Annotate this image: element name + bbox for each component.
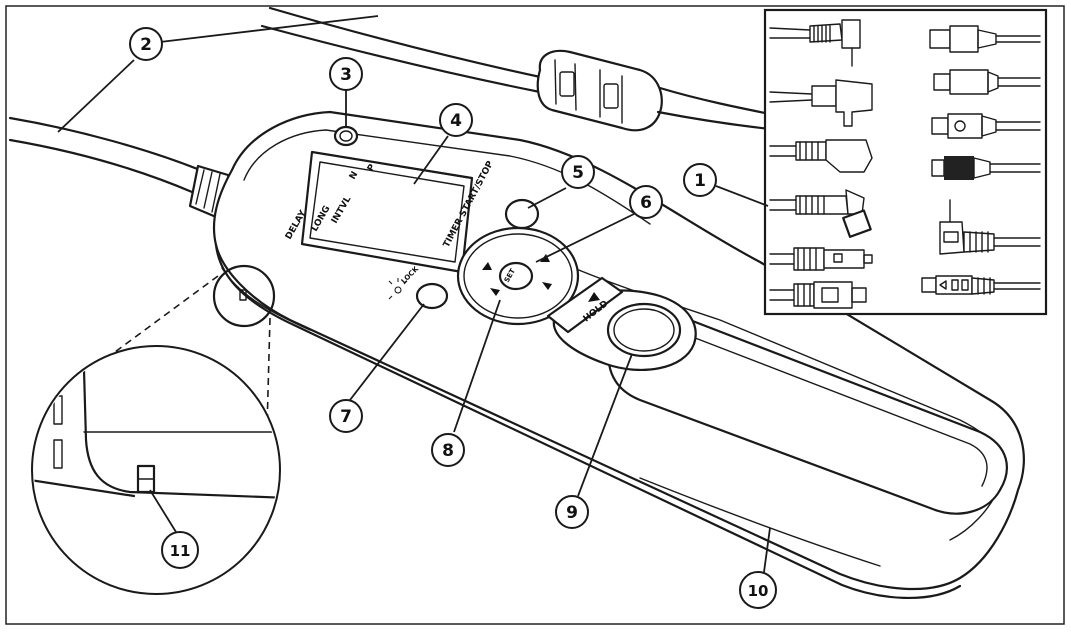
connector-usb-b	[933, 69, 1041, 95]
callout-8-label: 8	[442, 441, 454, 461]
callout-7-label: 7	[340, 407, 352, 427]
callout-3: 3	[329, 57, 363, 91]
callout-11-label: 11	[170, 542, 191, 560]
frame-border	[5, 5, 1065, 625]
callout-8: 8	[431, 433, 465, 467]
callout-6-label: 6	[640, 193, 652, 213]
lcd-display: DELAY LONG INTVL N P	[284, 150, 474, 274]
callout-4-label: 4	[450, 111, 462, 131]
connector-rectangular-a	[769, 247, 873, 271]
callout-11: 11	[161, 531, 199, 569]
callout-1-label: 1	[694, 171, 706, 191]
magnify-area	[212, 264, 276, 328]
callout-2: 2	[129, 27, 163, 61]
callout-4: 4	[439, 103, 473, 137]
connector-dark-plug	[931, 156, 1041, 180]
callout-10: 10	[739, 571, 777, 609]
callout-3-label: 3	[340, 65, 352, 85]
set-button[interactable]	[498, 261, 534, 291]
callout-5-label: 5	[572, 163, 584, 183]
connector-2.5mm-right-angle	[939, 199, 1041, 255]
connector-mini-usb	[929, 25, 1041, 53]
connector-panel	[763, 8, 1048, 316]
inset-detail	[31, 345, 281, 595]
light-icon	[388, 278, 408, 300]
ferrite-core	[536, 49, 663, 132]
callout-5: 5	[561, 155, 595, 189]
connector-flat-small	[921, 275, 1041, 295]
callout-7: 7	[329, 399, 363, 433]
lock-button[interactable]	[415, 282, 449, 310]
callout-6: 6	[629, 185, 663, 219]
callout-1: 1	[683, 163, 717, 197]
hold-arrow-icon	[588, 292, 600, 302]
shutter-release-button[interactable]	[606, 302, 682, 358]
mode-label-p: P	[366, 162, 378, 173]
leader-lines	[57, 15, 771, 573]
connector-n3-angled	[769, 79, 873, 127]
connector-rectangular-b	[769, 281, 867, 309]
arrow-left-icon	[482, 262, 492, 270]
connector-round-screw	[769, 189, 872, 238]
arrow-down-icon	[490, 288, 500, 296]
callout-10-label: 10	[748, 582, 769, 600]
mode-label-n: N	[348, 170, 360, 182]
connector-flat-angled	[769, 139, 873, 173]
arrow-right-icon	[542, 282, 552, 290]
timer-start-stop-button[interactable]	[504, 198, 540, 230]
zoom-leader-upper	[95, 275, 219, 367]
callout-9-label: 9	[566, 503, 578, 523]
connector-mini-plug	[931, 113, 1041, 139]
backlight-button[interactable]	[333, 125, 359, 147]
connector-2.5mm-angled	[769, 19, 861, 67]
callout-2-label: 2	[140, 35, 152, 55]
callout-9: 9	[555, 495, 589, 529]
jack-slot-small	[239, 289, 247, 301]
